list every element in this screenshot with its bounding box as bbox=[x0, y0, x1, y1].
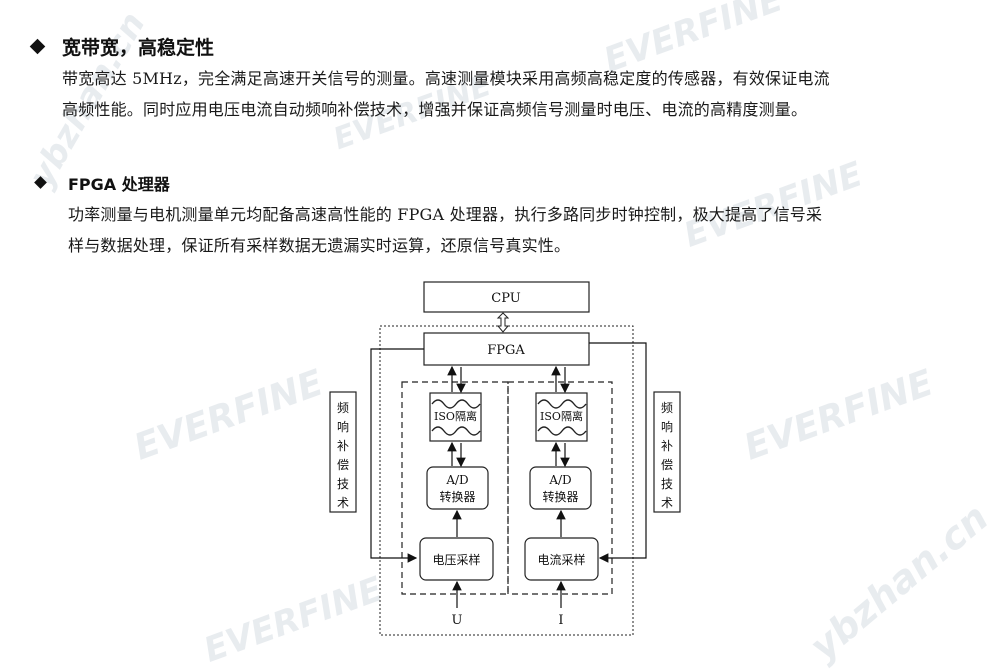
iso-label: ISO隔离 bbox=[434, 409, 477, 423]
input-u-label: U bbox=[452, 613, 463, 628]
left-side-char: 响 bbox=[337, 419, 349, 434]
cpu-label: CPU bbox=[491, 291, 520, 306]
system-boundary bbox=[379, 325, 634, 636]
section-paragraph-line: 带宽高达 5MHz，完全满足高速开关信号的测量。高速测量模块采用高频高稳定度的传… bbox=[62, 69, 830, 88]
voltage-sampling-block bbox=[419, 537, 494, 581]
voltage-sampling-label: 电压采样 bbox=[432, 552, 480, 567]
right-frequency-compensation-box bbox=[653, 391, 681, 513]
ad-converter-voltage bbox=[426, 466, 489, 510]
left-frequency-compensation-box bbox=[329, 391, 357, 513]
fpga-block-diagram: CPU FPGA ISO隔离 ISO隔离 A/D 转换器 A/D 转换器 bbox=[329, 281, 681, 636]
left-compensation-path bbox=[370, 348, 424, 563]
left-side-char: 技 bbox=[337, 477, 349, 491]
ad-label: A/D bbox=[548, 473, 571, 487]
section-paragraph-line: 高频性能。同时应用电压电流自动频响补偿技术，增强并保证高频信号测量时电压、电流的… bbox=[62, 100, 808, 119]
ad-label: A/D bbox=[445, 473, 468, 487]
right-compensation-path bbox=[589, 342, 647, 563]
iso-isolation-voltage: ISO隔离 bbox=[429, 392, 482, 442]
current-sampling-label: 电流采样 bbox=[537, 552, 585, 567]
fpga-label: FPGA bbox=[487, 343, 525, 358]
right-side-char: 偿 bbox=[661, 457, 673, 472]
cpu-block bbox=[423, 281, 590, 313]
ad-label: 转换器 bbox=[439, 489, 475, 504]
iso-label: ISO隔离 bbox=[540, 409, 583, 423]
cpu-fpga-bus-arrow bbox=[496, 312, 510, 333]
section-paragraph-line: 功率测量与电机测量单元均配备高速高性能的 FPGA 处理器，执行多路同步时钟控制… bbox=[68, 205, 823, 224]
right-side-char: 响 bbox=[661, 419, 673, 434]
right-side-char: 技 bbox=[661, 477, 673, 491]
ad-label: 转换器 bbox=[542, 489, 578, 504]
section-heading: 宽带宽，高稳定性 bbox=[62, 37, 215, 59]
left-side-char: 偿 bbox=[337, 457, 349, 472]
right-side-char: 频 bbox=[661, 401, 673, 415]
right-side-char: 补 bbox=[661, 439, 673, 453]
section-heading: FPGA 处理器 bbox=[68, 175, 170, 194]
iso-isolation-current: ISO隔离 bbox=[535, 392, 588, 442]
input-i-label: I bbox=[558, 613, 563, 628]
left-side-char: 术 bbox=[337, 496, 349, 510]
right-side-char: 术 bbox=[661, 496, 673, 510]
section-paragraph-line: 样与数据处理，保证所有采样数据无遗漏实时运算，还原信号真实性。 bbox=[68, 236, 571, 255]
left-side-char: 补 bbox=[337, 439, 349, 453]
left-side-char: 频 bbox=[337, 401, 349, 415]
ad-converter-current bbox=[529, 466, 592, 510]
current-sampling-block bbox=[524, 537, 599, 581]
current-channel-box bbox=[507, 381, 613, 595]
